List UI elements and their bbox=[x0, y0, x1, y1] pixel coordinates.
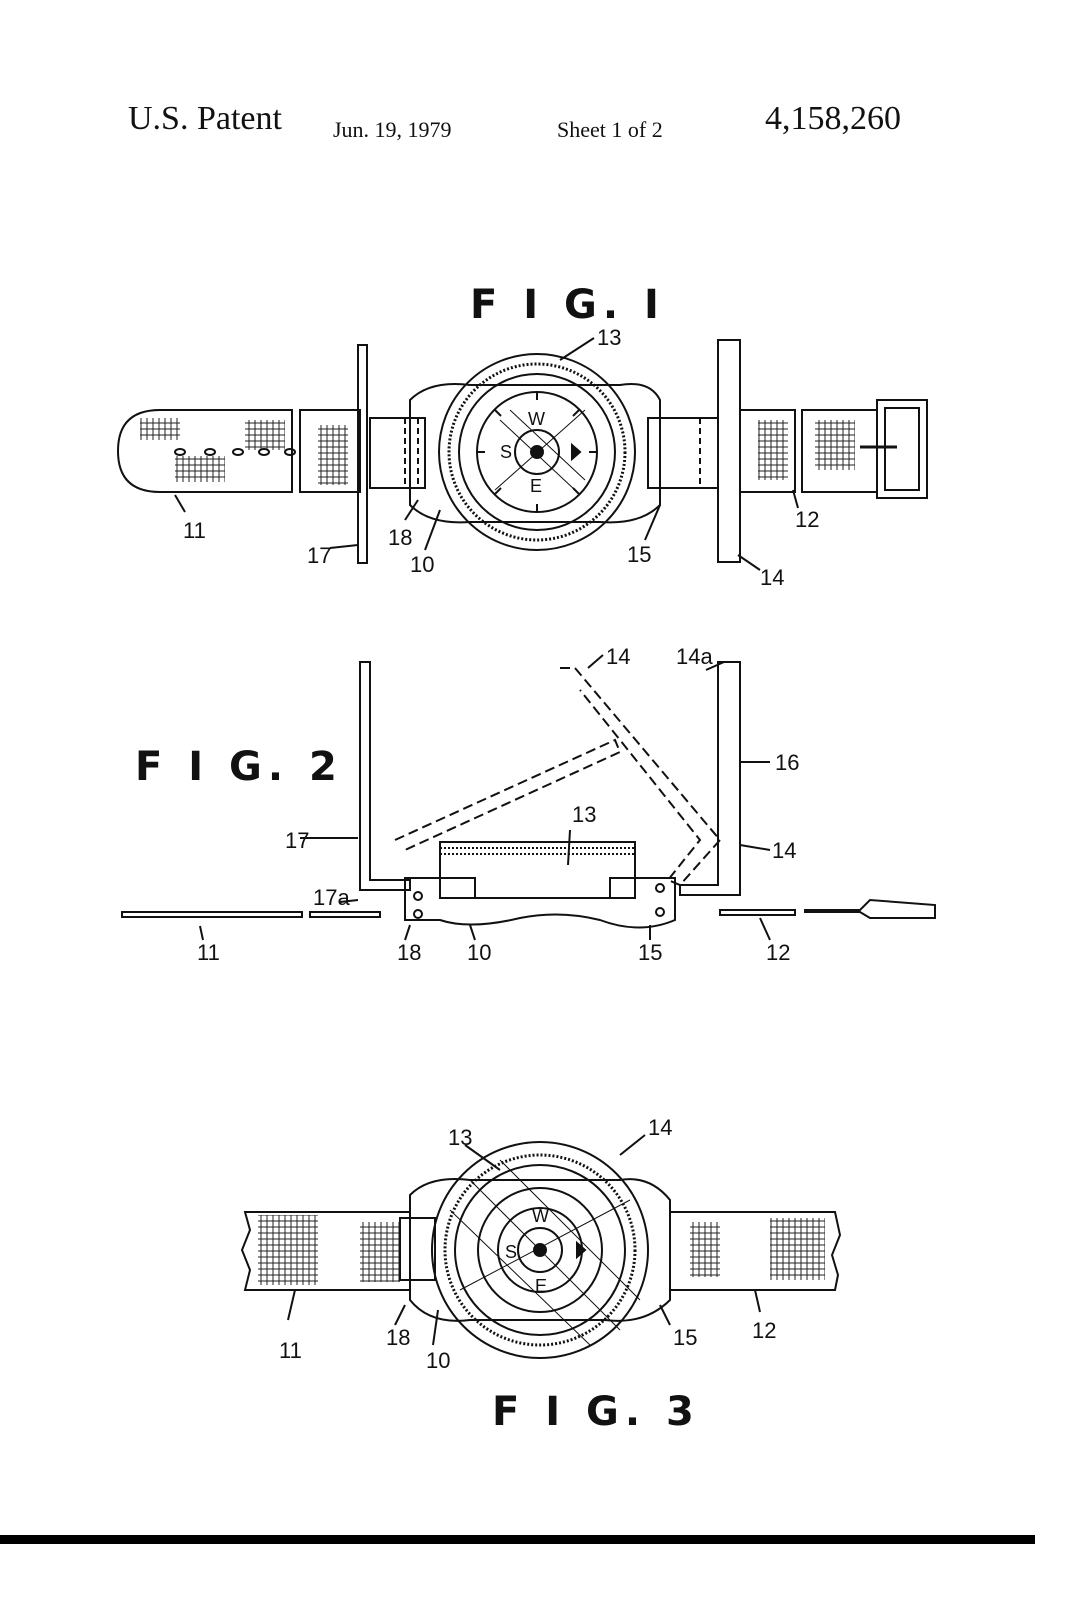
ref-2-12: 12 bbox=[766, 940, 790, 965]
ref-3-12: 12 bbox=[752, 1318, 776, 1343]
figure-1: F I G. I W S E bbox=[116, 282, 928, 590]
figure-3-label: F I G. 3 bbox=[492, 1389, 700, 1435]
ref-13: 13 bbox=[597, 325, 621, 350]
ref-2-18: 18 bbox=[397, 940, 421, 965]
ref-2-14: 14 bbox=[772, 838, 796, 863]
header-sheet: Sheet 1 of 2 bbox=[557, 117, 663, 142]
dial-s: S bbox=[500, 442, 512, 462]
header-date: Jun. 19, 1979 bbox=[333, 117, 452, 142]
ref-3-14: 14 bbox=[648, 1115, 672, 1140]
ref-2-14-top: 14 bbox=[606, 644, 630, 669]
ref-11: 11 bbox=[183, 518, 206, 543]
fig2-folded-left-bar bbox=[394, 738, 622, 851]
ref-12: 12 bbox=[795, 507, 819, 532]
bottom-border-bar bbox=[0, 1535, 1035, 1544]
compass-bezel bbox=[438, 353, 636, 551]
fig3-lid bbox=[431, 1141, 649, 1359]
dial-w: W bbox=[528, 409, 545, 429]
ref-2-13: 13 bbox=[572, 802, 596, 827]
fig3-strap-loop bbox=[399, 1217, 436, 1281]
dial-e: E bbox=[530, 476, 542, 496]
fig3-dial-s: S bbox=[505, 1242, 517, 1262]
strap-holes bbox=[174, 448, 296, 456]
ref-15: 15 bbox=[627, 542, 651, 567]
fig2-right-upright bbox=[679, 661, 741, 896]
fig2-buckle bbox=[804, 898, 936, 919]
fig3-right-strap bbox=[669, 1211, 842, 1291]
figure-2: F I G. 2 14 14a 16 13 17 14 17a 11 18 10… bbox=[121, 644, 936, 965]
left-strap-end bbox=[116, 409, 293, 493]
fig2-left-strap bbox=[121, 911, 303, 918]
ref-2-10: 10 bbox=[467, 940, 491, 965]
ref-14: 14 bbox=[760, 565, 784, 590]
fig3-dial-e: E bbox=[535, 1276, 547, 1296]
right-strap-loop bbox=[647, 417, 719, 489]
ref-2-17: 17 bbox=[285, 828, 309, 853]
ref-3-11: 11 bbox=[279, 1338, 302, 1363]
ref-17: 17 bbox=[307, 543, 331, 568]
ref-3-13: 13 bbox=[448, 1125, 472, 1150]
buckle bbox=[876, 399, 928, 499]
header-patent-number: 4,158,260 bbox=[765, 100, 901, 137]
ref-2-16: 16 bbox=[775, 750, 799, 775]
left-strap-loop bbox=[369, 417, 426, 489]
fig2-left-upright bbox=[359, 661, 411, 891]
fig3-case bbox=[409, 1178, 671, 1322]
ref-18: 18 bbox=[388, 525, 412, 550]
ref-3-10: 10 bbox=[426, 1348, 450, 1373]
ref-2-11: 11 bbox=[197, 940, 220, 965]
figure-2-label: F I G. 2 bbox=[135, 744, 343, 790]
fig2-compass-body bbox=[439, 841, 636, 899]
ref-10: 10 bbox=[410, 552, 434, 577]
left-strap-segment bbox=[299, 409, 361, 493]
figure-1-label: F I G. I bbox=[470, 282, 665, 328]
ref-2-14a: 14a bbox=[676, 644, 713, 669]
fig2-folded-right-bar bbox=[560, 667, 722, 887]
figure-3: F I G. 3 W S E 13 14 11 18 10 15 12 bbox=[240, 1115, 842, 1435]
fig3-north-arrow-icon bbox=[576, 1240, 587, 1260]
ref-2-15: 15 bbox=[638, 940, 662, 965]
ref-3-15: 15 bbox=[673, 1325, 697, 1350]
ref-3-18: 18 bbox=[386, 1325, 410, 1350]
fig3-dial-w: W bbox=[532, 1206, 549, 1226]
ref-2-17a: 17a bbox=[313, 885, 350, 910]
north-arrow-icon bbox=[571, 442, 582, 462]
fig2-case bbox=[404, 877, 676, 929]
header-patent-label: U.S. Patent bbox=[128, 100, 282, 137]
left-sight-bar bbox=[357, 344, 368, 564]
fig2-right-strap bbox=[719, 909, 796, 916]
fig3-dial bbox=[477, 1187, 603, 1313]
right-sight-bar bbox=[717, 339, 741, 563]
